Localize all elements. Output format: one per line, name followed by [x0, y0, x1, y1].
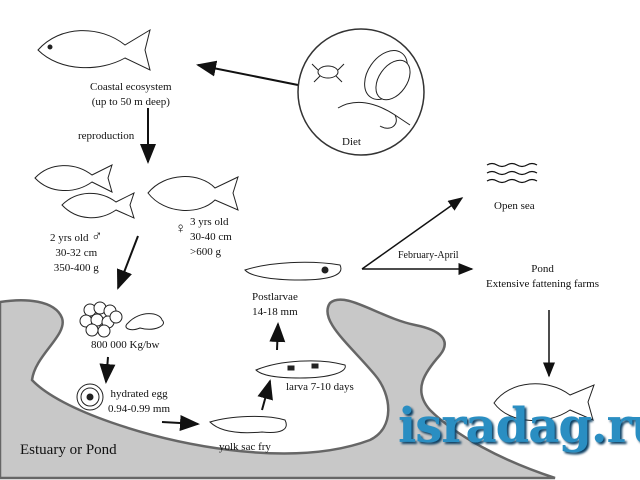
- hydrated-egg-size: 0.94-0.99 mm: [108, 403, 171, 415]
- reproduction-label: reproduction: [78, 130, 135, 142]
- land-shape: [0, 298, 556, 480]
- mussel-icon: [364, 50, 411, 101]
- fish-icon-male-2: [61, 192, 135, 219]
- coastal-label: Coastal ecosystem (up to 50 m deep): [90, 80, 172, 110]
- eggs-icon: [79, 301, 123, 338]
- diet-circle: [297, 28, 425, 156]
- diet-label: Diet: [342, 136, 361, 148]
- watermark-logo: isradag.ru: [398, 398, 640, 454]
- postlarvae-text: Postlarvae: [252, 291, 298, 303]
- female-length: 30-40 cm: [190, 231, 232, 243]
- hydrated-egg-icon: [76, 383, 104, 411]
- arrow-diet-to-coastal: [196, 60, 299, 86]
- larva-label: larva 7-10 days: [286, 381, 354, 393]
- postlarvae-size: 14-18 mm: [252, 306, 298, 318]
- farms-text: Extensive fattening farms: [486, 278, 600, 290]
- fish-icon-coastal: [37, 28, 151, 71]
- fish-icon-male-1: [34, 164, 113, 193]
- arrow-to-yolk-sac: [161, 415, 200, 431]
- season-label: February-April: [398, 250, 459, 261]
- waves-icon: [486, 162, 538, 184]
- shrimp-icon: [337, 101, 411, 129]
- postlarvae-label: Postlarvae 14-18 mm: [252, 290, 298, 320]
- arrow-to-open-sea: [361, 197, 464, 270]
- arrow-to-eggs: [116, 235, 139, 290]
- male-length: 30-32 cm: [55, 247, 98, 259]
- male-info: 2 yrs old ♂ 30-32 cm 350-400 g: [50, 230, 103, 276]
- male-age: 2 yrs old: [50, 232, 89, 244]
- yolk-sac-fry-label: yolk sac fry: [219, 441, 271, 453]
- female-symbol: ♀: [175, 221, 187, 237]
- yolk-sac-fry-icon: [209, 415, 287, 434]
- arrow-to-postlarvae: [269, 322, 286, 351]
- male-symbol: ♂: [91, 229, 103, 245]
- estuary-label: Estuary or Pond: [20, 442, 117, 458]
- eggs-label: 800 000 Kg/bw: [91, 339, 160, 351]
- female-weight: >600 g: [190, 246, 221, 258]
- hydrated-egg-text: hydrated egg: [110, 388, 168, 400]
- fish-icon-female: [147, 176, 239, 211]
- female-age: 3 yrs old: [190, 216, 229, 228]
- crab-icon: [311, 63, 345, 83]
- pond-text: Pond: [531, 263, 554, 275]
- hydrated-egg-label: hydrated egg 0.94-0.99 mm: [108, 387, 170, 417]
- male-weight: 350-400 g: [53, 262, 99, 274]
- fish-icon-pond: [493, 383, 595, 421]
- larva-icon: [255, 360, 346, 379]
- open-sea-label: Open sea: [494, 200, 535, 212]
- female-info: 3 yrs old 30-40 cm >600 g: [190, 215, 232, 260]
- coastal-line2: (up to 50 m deep): [91, 96, 170, 108]
- arrow-to-larva: [257, 379, 273, 411]
- spawn-blob-icon: [125, 313, 164, 331]
- arrow-to-hydrated-egg: [99, 356, 116, 384]
- postlarvae-icon: [244, 261, 342, 281]
- coastal-line1: Coastal ecosystem: [90, 81, 172, 93]
